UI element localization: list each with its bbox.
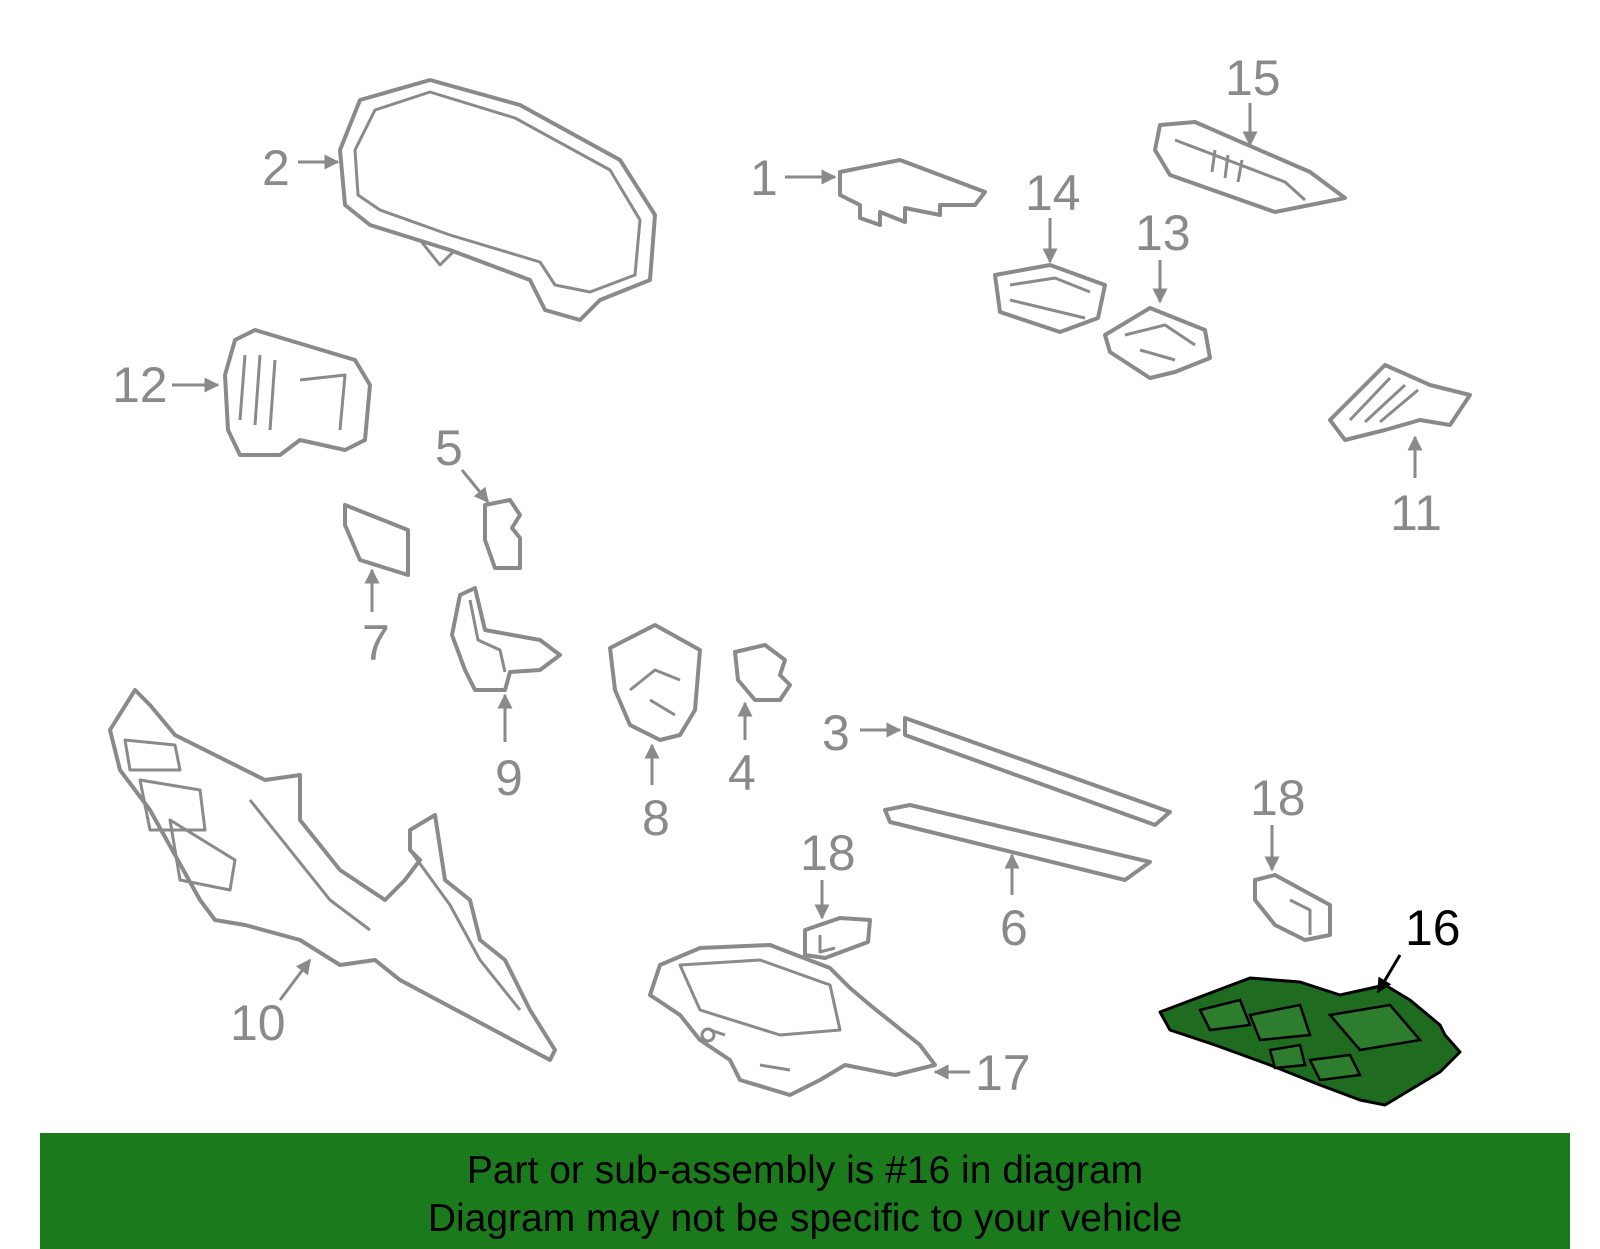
part-14-air-vent[interactable]: [993, 263, 1107, 334]
callout-15: 15: [1225, 50, 1281, 106]
callout-11: 11: [1390, 485, 1442, 541]
info-banner: Part or sub-assembly is #16 in diagram D…: [40, 1133, 1570, 1249]
callout-3: 3: [822, 705, 850, 761]
leader-10: [278, 958, 312, 1001]
callout-6: 6: [1000, 900, 1028, 956]
part-8-switch-housing[interactable]: [608, 623, 702, 742]
callout-18-right: 18: [1250, 770, 1306, 826]
part-6-trim-strip[interactable]: [883, 803, 1152, 882]
callout-14: 14: [1025, 165, 1081, 221]
part-18-clip-left[interactable]: [803, 916, 872, 960]
callout-7: 7: [362, 615, 390, 671]
part-7-cover-panel[interactable]: [343, 503, 410, 577]
callout-9: 9: [495, 750, 523, 806]
part-16-highlighted-tray[interactable]: [1158, 976, 1462, 1107]
part-5-clip[interactable]: [483, 498, 522, 570]
callout-8: 8: [642, 790, 670, 846]
part-13-air-vent[interactable]: [1103, 306, 1212, 380]
part-18-clip-right[interactable]: [1253, 873, 1332, 942]
callout-13: 13: [1135, 205, 1191, 261]
leader-5: [460, 469, 490, 504]
banner-line-2: Diagram may not be specific to your vehi…: [427, 1197, 1183, 1240]
callout-12: 12: [112, 357, 168, 413]
callout-1: 1: [750, 150, 778, 206]
callout-5: 5: [435, 420, 463, 476]
callout-18-left: 18: [800, 825, 856, 881]
part-3-trim-strip[interactable]: [903, 716, 1172, 827]
part-12-side-air-vent[interactable]: [223, 328, 372, 457]
callout-16: 16: [1405, 900, 1461, 956]
callout-17: 17: [975, 1045, 1031, 1101]
part-1-trim-piece[interactable]: [838, 158, 987, 227]
callout-4: 4: [728, 745, 756, 801]
part-15-center-vent-trim[interactable]: [1153, 120, 1347, 214]
part-4-clip[interactable]: [733, 643, 792, 702]
callout-2: 2: [262, 140, 290, 196]
part-10-lower-dash-panel[interactable]: [108, 688, 557, 1062]
part-9-bracket[interactable]: [450, 586, 562, 692]
banner-line-1: Part or sub-assembly is #16 in diagram: [466, 1149, 1144, 1192]
part-11-side-air-vent[interactable]: [1328, 363, 1472, 442]
leader-16: [1376, 954, 1402, 994]
callout-10: 10: [230, 995, 286, 1051]
part-2-instrument-cluster-bezel[interactable]: [338, 78, 657, 322]
part-17-console-module[interactable]: [648, 943, 937, 1097]
